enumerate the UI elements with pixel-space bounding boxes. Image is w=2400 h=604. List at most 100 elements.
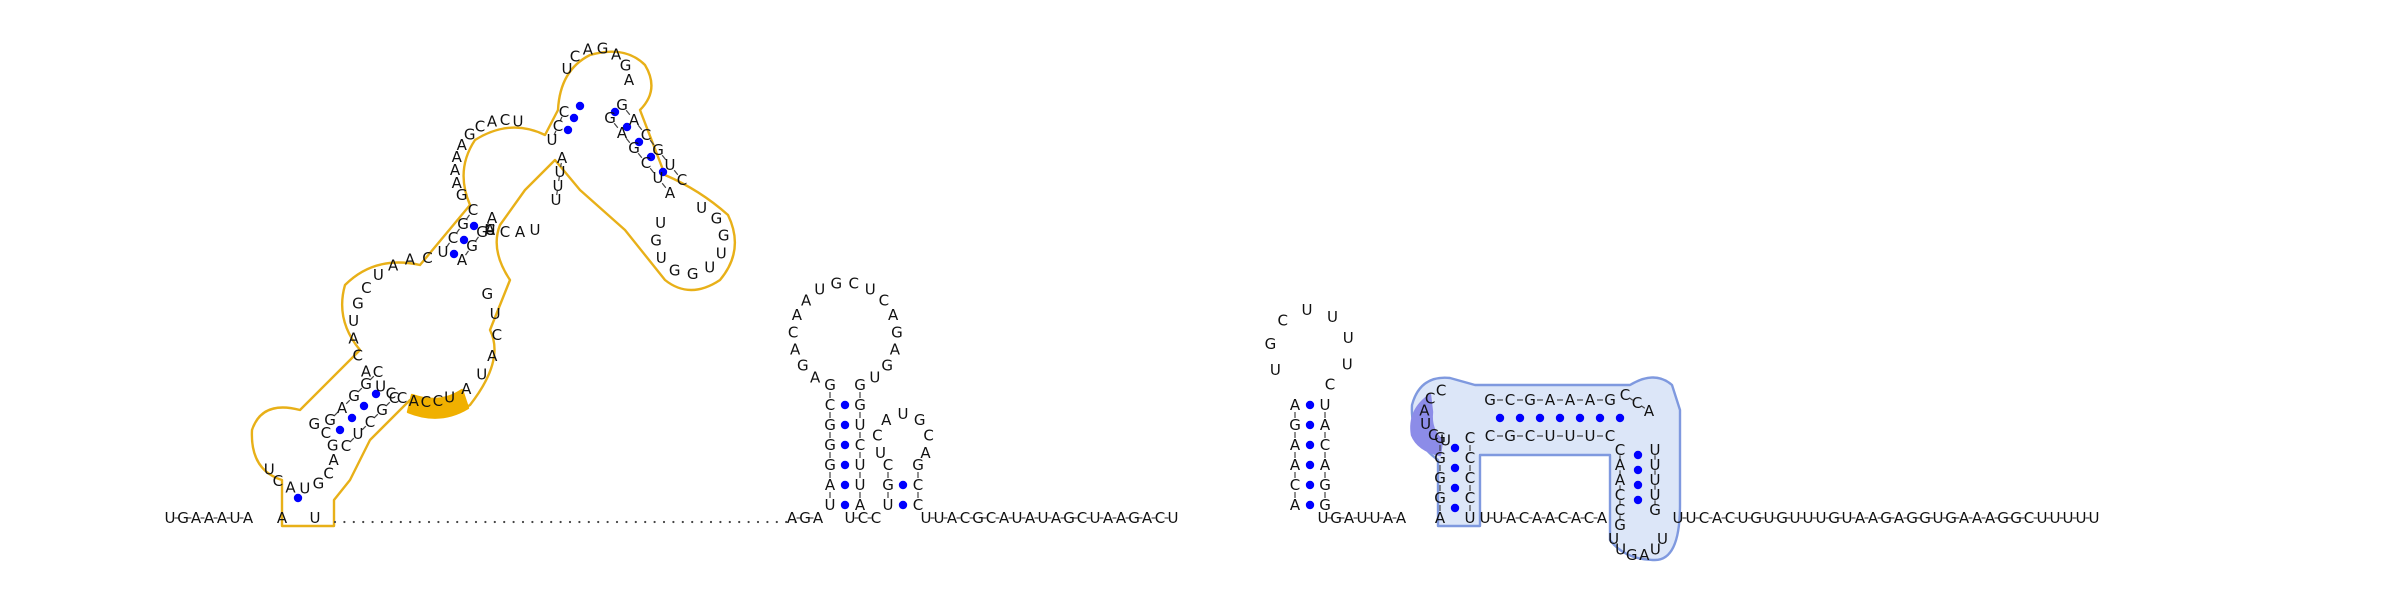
hairpin1-loop-nucleotide: G — [891, 323, 903, 341]
loop-nucleotide: C — [500, 111, 510, 129]
base-pair-dot — [1555, 413, 1565, 423]
gap-dot — [343, 520, 346, 524]
base-pair-dot — [1595, 413, 1605, 423]
pk-loop-nucleotide: U — [1420, 415, 1431, 433]
base-pair-dot — [359, 401, 369, 411]
loop-nucleotide: C — [323, 464, 333, 482]
base-pair-dot — [622, 122, 632, 132]
base-pair-dot — [610, 107, 620, 117]
gap-dot — [427, 520, 431, 524]
pk-bottom-strand: G — [1504, 427, 1516, 445]
gap-dot — [606, 520, 609, 524]
hairpin1-3p-nucleotide: U — [855, 456, 866, 474]
suffix-nucleotide: U — [1673, 509, 1684, 527]
pk-left-stem: G — [1434, 449, 1446, 467]
loop-nucleotide: G — [650, 232, 662, 250]
gap-dot — [709, 520, 713, 524]
hairpin1-3p-nucleotide: U — [855, 476, 866, 494]
prefix-nucleotide: A — [204, 509, 215, 527]
loop-nucleotide: G — [687, 265, 699, 283]
hairpin1-3p-nucleotide: G — [854, 396, 866, 414]
gap-dot — [418, 520, 421, 524]
backbone-link — [373, 413, 379, 419]
pk-left-stem: C — [1465, 429, 1475, 447]
base-pair-dot — [1450, 443, 1460, 453]
suffix-nucleotide: G — [1776, 509, 1788, 527]
hairpin3-loop-nucleotide: U — [1270, 361, 1281, 379]
prefix-nucleotide: A — [217, 509, 228, 527]
hairpin1-loop-nucleotide: A — [790, 341, 801, 359]
suffix-nucleotide: U — [1933, 509, 1944, 527]
loop-nucleotide: A — [452, 174, 463, 192]
loop-nucleotide: A — [348, 329, 359, 347]
pk-right-stem: C — [1615, 486, 1625, 504]
loop-nucleotide: U — [348, 312, 359, 330]
hairpin3-5p-nucleotide: A — [1290, 456, 1301, 474]
stem-nucleotide: C — [641, 126, 651, 144]
baseline-nucleotide: A — [813, 509, 824, 527]
backbone-link — [446, 242, 450, 248]
hairpin1-5p-nucleotide: C — [825, 396, 835, 414]
pseudoknot-domain — [1410, 376, 1682, 562]
spacer-nucleotide: G — [1330, 509, 1342, 527]
base-pair-dot — [634, 137, 644, 147]
base-pair-dot — [1305, 460, 1315, 470]
gap-dot — [747, 520, 750, 524]
backbone-link — [361, 425, 367, 431]
nucleotide: U — [530, 221, 541, 239]
nucleotide: C — [485, 221, 495, 239]
hairpin3-3p-nucleotide: G — [1319, 496, 1331, 514]
loop-nucleotide: C — [397, 389, 407, 407]
hairpin2-loop-nucleotide: C — [923, 426, 933, 444]
pk-loop-nucleotide: U — [1440, 432, 1451, 450]
suffix-nucleotide: U — [1803, 509, 1814, 527]
nucleotide: - — [487, 221, 492, 239]
base-pair-dot — [1450, 463, 1460, 473]
pk-bottom-strand: U — [1565, 427, 1576, 445]
linker-nucleotide: C — [960, 509, 970, 527]
loop-nucleotide: A — [487, 113, 498, 131]
backbone-link — [625, 109, 631, 116]
pk-left-stem: G — [1434, 489, 1446, 507]
loop-nucleotide: A — [329, 451, 340, 469]
linker-nucleotide: G — [1128, 509, 1140, 527]
suffix-nucleotide: C — [1699, 509, 1709, 527]
hairpin1-loop-nucleotide: U — [869, 369, 880, 387]
linker-nucleotide: U — [1012, 509, 1023, 527]
loop-nucleotide: A — [624, 71, 635, 89]
loop-nucleotide: G — [309, 415, 321, 433]
pk-left-stem: C — [1465, 489, 1475, 507]
stem-nucleotide: U — [438, 243, 449, 261]
suffix-nucleotide: C — [1519, 509, 1529, 527]
loop-nucleotide: U — [512, 113, 523, 131]
backbone-link — [385, 401, 391, 407]
suffix-nucleotide: U — [2037, 509, 2048, 527]
loop-nucleotide: A — [583, 40, 594, 58]
backbone-lines — [174, 109, 2090, 524]
stem-nucleotide: G — [360, 375, 372, 393]
suffix-nucleotide: C — [1558, 509, 1568, 527]
hairpin3-3p-nucleotide: G — [1319, 476, 1331, 494]
loop-nucleotide: C — [492, 326, 502, 344]
stem-nucleotide: G — [628, 139, 640, 157]
prefix-nucleotide: A — [243, 509, 254, 527]
gap-dot — [756, 520, 760, 524]
suffix-nucleotide: A — [1959, 509, 1970, 527]
stem-nucleotide: U — [553, 177, 564, 195]
highlighted-segment — [406, 388, 470, 419]
suffix-nucleotide: A — [1532, 509, 1543, 527]
base-pair-dot — [1515, 413, 1525, 423]
stem-nucleotide: U — [653, 169, 664, 187]
pk-bottom-strand: C — [1605, 427, 1615, 445]
backbone-link — [560, 162, 562, 168]
base-pair-dot — [646, 152, 656, 162]
pk-left-stem: C — [1465, 449, 1475, 467]
loop-nucleotide: U — [561, 60, 572, 78]
pk-right-stem: G — [1649, 501, 1661, 519]
linker-nucleotide: U — [934, 509, 945, 527]
suffix-nucleotide: U — [1764, 509, 1775, 527]
linker-nucleotide: A — [1142, 509, 1153, 527]
gap-dot — [728, 520, 731, 524]
gap-dot — [512, 520, 515, 524]
